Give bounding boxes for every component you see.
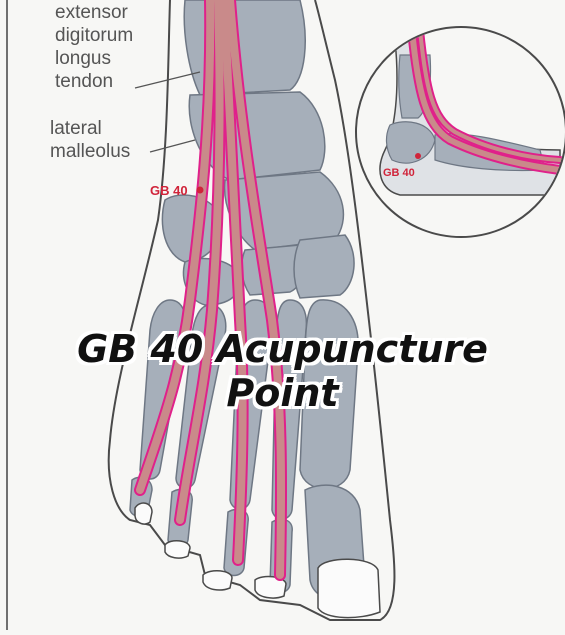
title-line1: GB 40 Acupuncture [77, 327, 488, 371]
malleolus-label-line1: lateral [50, 118, 102, 139]
leader-lines [134, 71, 201, 153]
tendon-label-line2: digitorum [55, 25, 134, 46]
gb40-point-marker [196, 186, 204, 194]
gb40-inset-label: GB 40 [383, 167, 415, 179]
tendon-label-line1: extensor [55, 2, 128, 23]
tendon-label-line4: tendon [55, 71, 114, 92]
tendon-label-line3: longus [55, 48, 111, 69]
gb40-label: GB 40 [150, 183, 188, 198]
title-line2: Point [226, 371, 339, 415]
toenails [134, 502, 381, 619]
inset-lateral-view [355, 26, 565, 238]
tendons [134, 0, 288, 581]
foot-outline [107, 0, 396, 621]
gb40-inset-marker [415, 153, 421, 159]
malleolus-label-line2: malleolus [50, 141, 131, 162]
